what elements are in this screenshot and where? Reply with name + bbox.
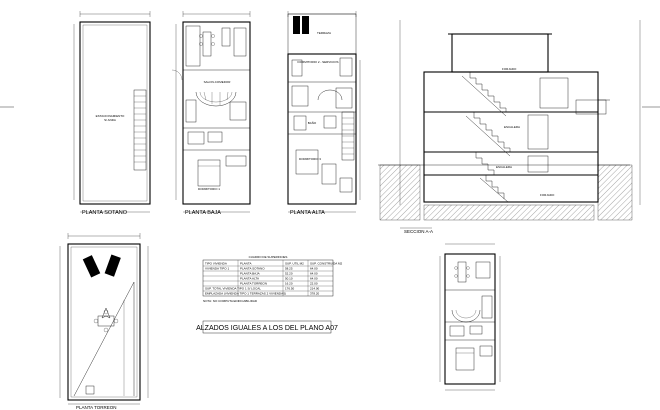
table-cell: VIVIENDA TIPO 1	[205, 267, 229, 271]
plan-outline	[182, 21, 251, 205]
lounger	[302, 16, 309, 34]
table-cell: 50.10	[285, 277, 293, 281]
table-cell: PLANTA TORREON	[240, 282, 267, 286]
room-label: DORMITORIO 2 - SERVICIOS	[298, 60, 339, 64]
table-cell: 58.25	[285, 267, 293, 271]
table-note: NOTA: NO COMPUTA EDIFICABILIDAD	[203, 299, 258, 303]
table-cell: EMPLAZADA (VIVIENDA TIPO 1 TERRAZAS 2 VI…	[205, 292, 286, 296]
table-cell: PLANTA SOTANO	[240, 267, 265, 271]
plan-torreon: PLANTA TORREON	[59, 233, 149, 410]
section-label: ESCALERA	[496, 165, 512, 169]
elevations-banner: ALZADOS IGUALES A LOS DEL PLANO A07	[196, 320, 338, 334]
soil-hatch	[379, 164, 421, 221]
table-cell: PLANTA ALTA	[240, 277, 259, 281]
plan-alta: TERRAZA DORMITORIO 2 - SERVICIOS BAÑO DO…	[287, 11, 361, 216]
bed	[455, 347, 475, 371]
table-cell: 22.00	[310, 282, 318, 286]
plan-title: PLANTA ALTA	[290, 210, 325, 216]
banner-text: ALZADOS IGUALES A LOS DEL PLANO A07	[196, 325, 338, 332]
table-cell: 64.00	[310, 277, 318, 281]
section-a-a: FORJADO ESCALERA ESCALERA FORJADO SECCIO…	[378, 20, 641, 234]
plan-title: PLANTA TORREON	[76, 405, 117, 410]
plan-outline	[67, 243, 141, 401]
table-cell: 378.20	[310, 292, 320, 296]
surface-table: CUADRO DE SUPERFICIES TIPO VIVIENDA PLAN…	[202, 255, 342, 303]
section-label: FORJADO	[502, 67, 517, 71]
room-label: SALON-COMEDOR	[204, 80, 232, 84]
table-header: TIPO VIVIENDA	[205, 262, 227, 266]
table-cell: PLANTA BAJA	[240, 272, 260, 276]
table-cell: 64.00	[310, 272, 318, 276]
section-title: SECCION A-A	[404, 229, 433, 234]
soil-hatch	[423, 204, 595, 221]
dining-table	[202, 31, 212, 57]
table-cell: SUP. TOTAL VIVIENDA TIPO 1 S/ LOCAL	[205, 287, 261, 291]
section-outline	[423, 71, 599, 203]
lounger	[104, 254, 121, 277]
stair-symbol	[133, 89, 147, 171]
small-plan	[439, 243, 501, 391]
plan-title: PLANTA SOTANO	[82, 210, 128, 216]
table-header: PLANTA	[240, 262, 251, 266]
room-label: BAÑO	[308, 120, 317, 125]
plan-title: PLANTA BAJA	[185, 210, 221, 216]
bed	[295, 149, 319, 175]
section-stairs	[461, 71, 511, 203]
room-label: DORMITORIO 3	[299, 157, 321, 161]
room-sublabel: S/ ANDA	[104, 118, 116, 122]
table-cell: 176.50	[285, 287, 295, 291]
plan-sotano: ESTACIONAMIENTO S/ ANDA PLANTA SOTANO	[73, 11, 151, 216]
room-label: DORMITORIO 1	[198, 187, 220, 191]
room-label: TERRAZA	[317, 31, 331, 35]
section-label: FORJADO	[540, 193, 555, 197]
table-header: SUP. CONSTRUIDA M2	[310, 262, 342, 266]
table-cell: 16.20	[285, 282, 293, 286]
lounger	[82, 255, 101, 278]
curved-stair	[195, 91, 237, 107]
plan-outline	[287, 53, 357, 205]
lounger	[293, 16, 300, 34]
table-cell: 214.00	[310, 287, 320, 291]
plan-baja: SALON-COMEDOR DORMITORIO 1 PLANTA BAJA	[171, 11, 251, 216]
room-label: ESTACIONAMIENTO	[96, 114, 125, 118]
plan-outline	[444, 253, 496, 385]
table-cell: 52.20	[285, 272, 293, 276]
table-cell: 64.00	[310, 267, 318, 271]
section-label: ESCALERA	[504, 125, 520, 129]
bed	[197, 159, 221, 187]
table-header: SUP. UTIL M2	[285, 262, 304, 266]
soil-hatch	[597, 164, 633, 221]
plan-outline	[79, 21, 151, 205]
table-title: CUADRO DE SUPERFICIES	[249, 255, 288, 259]
